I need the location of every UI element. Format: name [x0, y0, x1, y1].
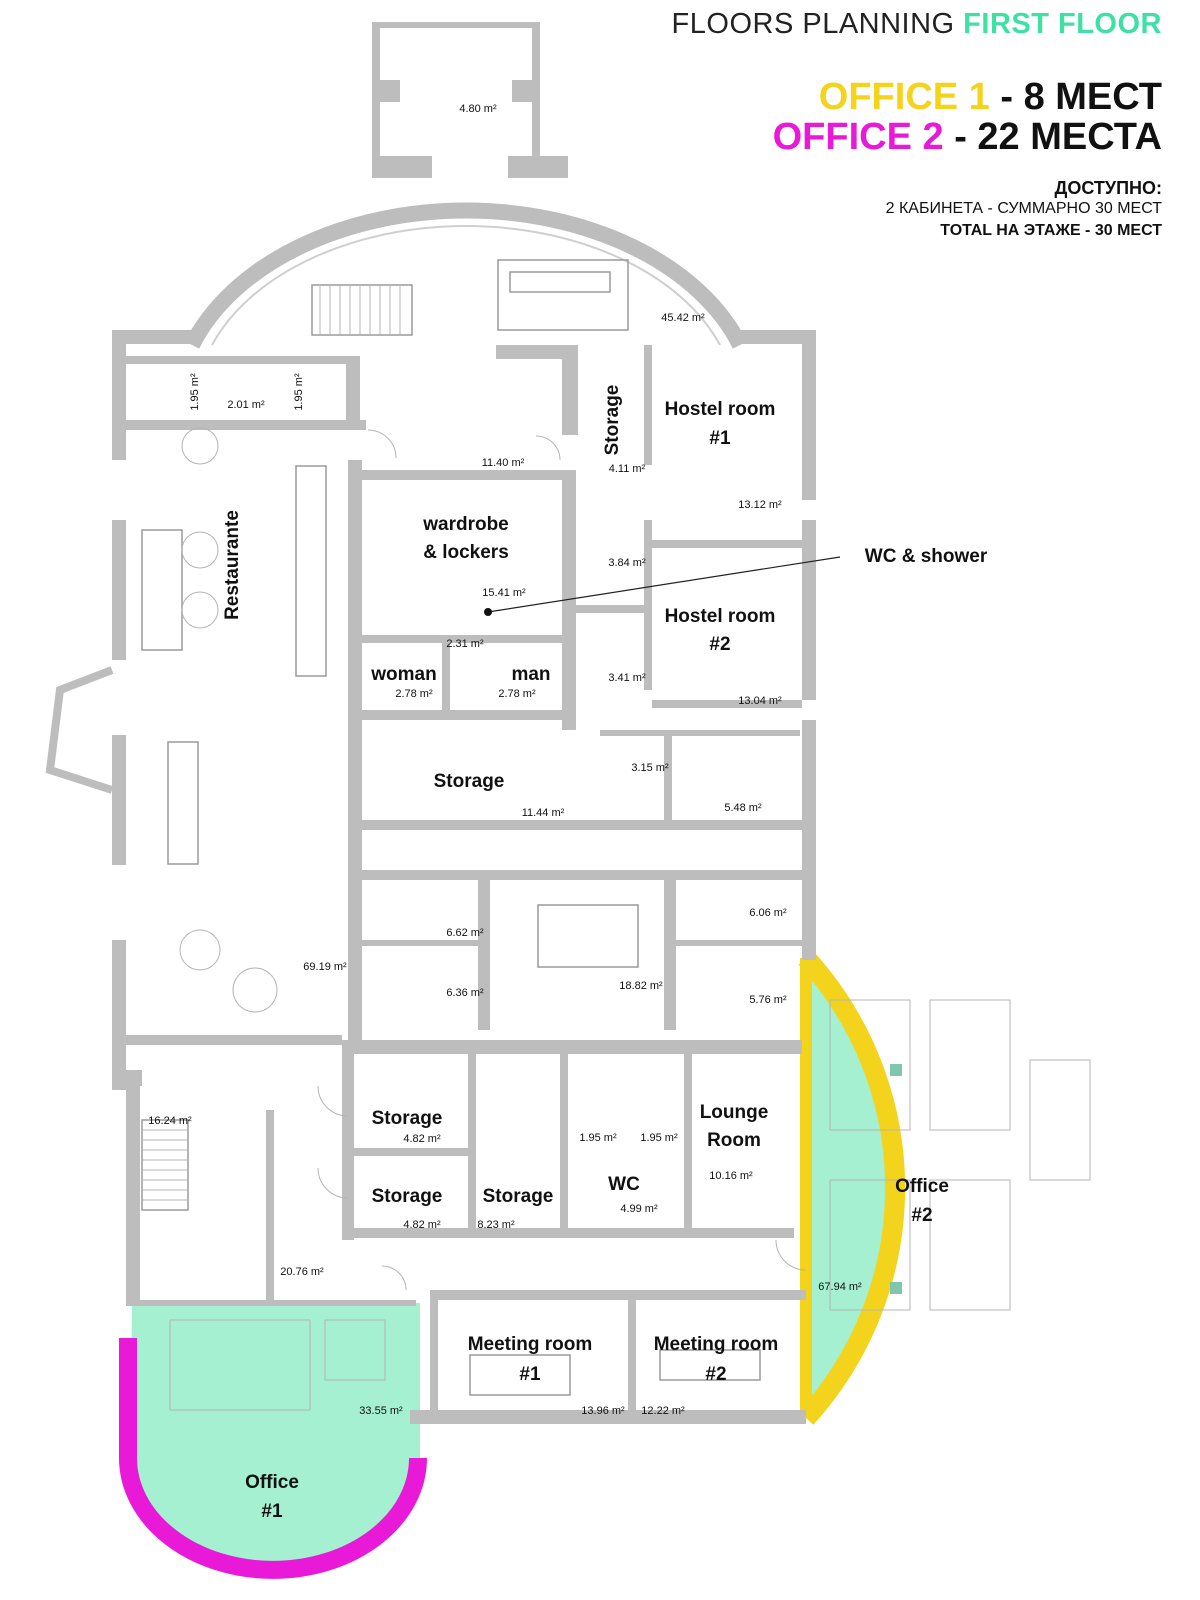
room-storage-a: Storage [372, 1108, 443, 1129]
room-meeting2-line2: #2 [705, 1364, 726, 1385]
room-wc-shower: WC & shower [865, 546, 988, 567]
room-meeting2-line1: Meeting room [654, 1334, 779, 1355]
plan-title-main: FLOORS PLANNING [671, 8, 955, 40]
room-wardrobe-line1: wardrobe [422, 514, 509, 535]
area-meeting1: 13.96 m² [581, 1405, 625, 1417]
area-small-d: 6.62 m² [446, 927, 484, 939]
area-hostel1: 13.12 m² [738, 499, 782, 511]
room-storage-b: Storage [372, 1186, 443, 1207]
area-kitchen: 18.82 m² [619, 980, 663, 992]
area-hostel2: 13.04 m² [738, 695, 782, 707]
area-stairs: 16.24 m² [148, 1115, 192, 1127]
plan-title: FLOORS PLANNING FIRST FLOOR [672, 8, 1162, 41]
area-office2: 67.94 m² [818, 1281, 862, 1293]
office1-zone [119, 1303, 427, 1579]
office1-capacity: OFFICE 1 - 8 МЕСТ [819, 76, 1162, 119]
room-man: man [511, 664, 550, 685]
room-woman: woman [370, 664, 436, 685]
office1-capacity-label: OFFICE 1 [818, 76, 990, 118]
area-restaurante: 69.19 m² [303, 961, 347, 973]
room-lounge-line2: Room [707, 1130, 761, 1151]
area-lounge: 10.16 m² [709, 1170, 753, 1182]
room-meeting1-line1: Meeting room [468, 1334, 593, 1355]
outer-walls [45, 22, 816, 1424]
area-storage-b: 4.82 m² [403, 1219, 441, 1231]
area-wc-middle: 2.01 m² [227, 399, 265, 411]
room-wc: WC [608, 1174, 640, 1195]
office2-zone [798, 951, 906, 1425]
area-small-e: 6.36 m² [446, 987, 484, 999]
room-hostel2-line1: Hostel room [665, 606, 776, 627]
room-hostel1-line1: Hostel room [665, 399, 776, 420]
area-corridor-bottom: 20.76 m² [280, 1266, 324, 1278]
availability-line-2: TOTAL НА ЭТАЖЕ - 30 МЕСТ [940, 222, 1162, 239]
area-wardrobe: 15.41 m² [482, 587, 526, 599]
area-small-c: 6.06 m² [749, 907, 787, 919]
area-office1: 33.55 m² [359, 1405, 403, 1417]
office1-fill [130, 1303, 421, 1575]
area-corridor-top: 11.40 m² [482, 457, 525, 469]
area-storage-vertical: 4.11 m² [609, 463, 646, 475]
room-labels: Restaurante wardrobe & lockers woman man… [222, 385, 988, 1522]
area-wc: 4.99 m² [620, 1203, 658, 1215]
area-wc-right: 1.95 m² [293, 373, 305, 411]
availability-line-1: 2 КАБИНЕТА - СУММАРНО 30 МЕСТ [885, 200, 1162, 217]
area-storage-middle: 11.44 m² [522, 807, 565, 819]
fixtures [141, 259, 1091, 1411]
area-hall: 45.42 m² [661, 312, 705, 324]
area-meeting2: 12.22 m² [641, 1405, 685, 1417]
area-shower2: 3.41 m² [608, 672, 646, 684]
area-wc-a: 1.95 m² [579, 1132, 617, 1144]
area-shower1: 3.84 m² [608, 557, 646, 569]
room-meeting1-line2: #1 [519, 1364, 541, 1385]
office2-wall-accent [800, 958, 812, 1418]
room-lounge-line1: Lounge [700, 1102, 769, 1123]
area-wc-left: 1.95 m² [189, 373, 201, 411]
room-office1-line2: #1 [261, 1501, 283, 1522]
area-small-a: 3.15 m² [631, 762, 669, 774]
area-man: 2.78 m² [498, 688, 536, 700]
office1-outline [119, 1338, 427, 1579]
area-woman: 2.78 m² [395, 688, 433, 700]
interior-walls [126, 345, 802, 1420]
area-small-b: 5.48 m² [724, 802, 762, 814]
room-hostel2-line2: #2 [709, 634, 730, 655]
office1-capacity-seats: - 8 МЕСТ [1000, 76, 1162, 118]
room-office1-line1: Office [245, 1472, 299, 1493]
area-labels: 4.80 m² 45.42 m² 1.95 m² 2.01 m² 1.95 m²… [148, 103, 862, 1417]
office2-capacity-label: OFFICE 2 [772, 116, 944, 158]
office2-capacity-seats: - 22 МЕСТА [954, 116, 1162, 158]
office2-capacity: OFFICE 2 - 22 МЕСТА [773, 116, 1162, 159]
area-storage-c: 8.23 m² [477, 1219, 515, 1231]
plan-title-accent: FIRST FLOOR [963, 8, 1162, 40]
office2-outline [798, 951, 906, 1425]
availability-title: ДОСТУПНО: [1054, 178, 1163, 198]
room-storage-vertical: Storage [602, 385, 623, 456]
area-vestibule: 4.80 m² [459, 103, 497, 115]
room-restaurante: Restaurante [222, 510, 243, 620]
room-storage-c: Storage [483, 1186, 554, 1207]
area-small-f: 5.76 m² [749, 994, 787, 1006]
area-wc-hall: 2.31 m² [446, 638, 484, 650]
room-storage-middle: Storage [434, 771, 505, 792]
room-office2-line1: Office [895, 1176, 949, 1197]
area-storage-a: 4.82 m² [403, 1133, 441, 1145]
area-wc-b: 1.95 m² [640, 1132, 678, 1144]
room-wardrobe-line2: & lockers [423, 542, 509, 563]
room-office2-line2: #2 [911, 1205, 932, 1226]
room-hostel1-line2: #1 [709, 428, 731, 449]
